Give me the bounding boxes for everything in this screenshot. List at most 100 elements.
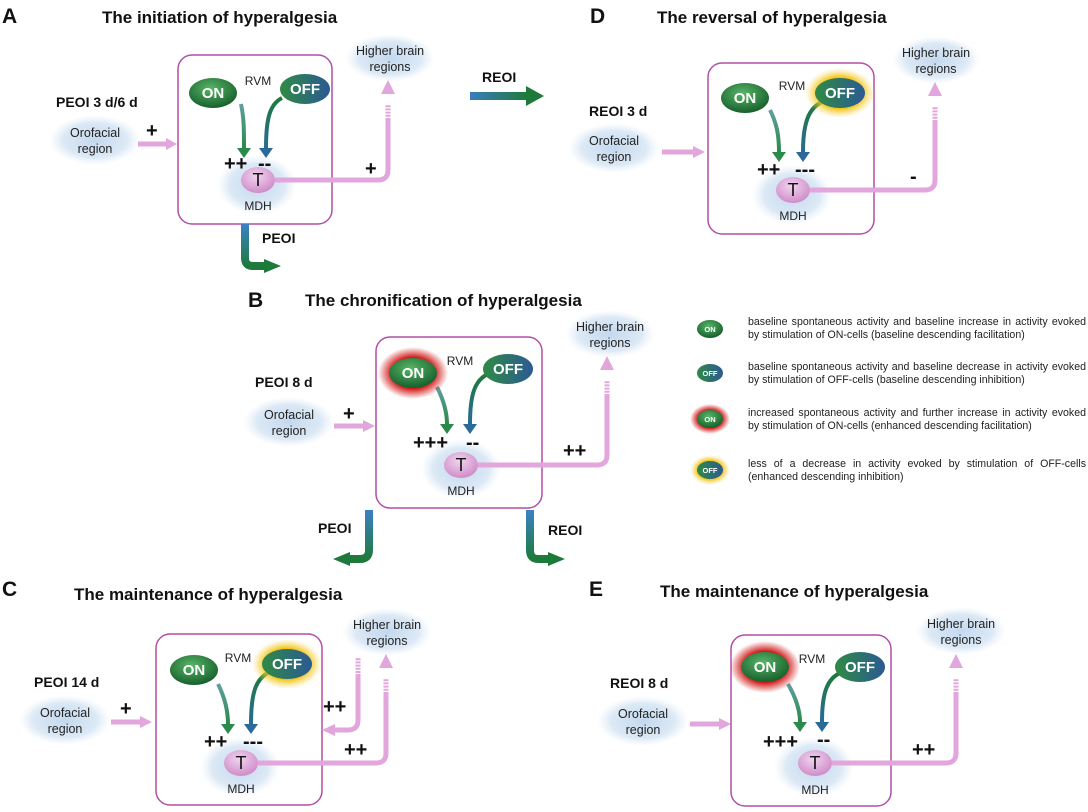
on-axon bbox=[768, 109, 781, 153]
orofacial-label-line1: Orofacial bbox=[264, 408, 314, 422]
on-axon bbox=[786, 683, 802, 723]
on-cell-label: ON bbox=[734, 90, 757, 107]
rvm-label: RVM bbox=[447, 354, 473, 368]
output-sign: - bbox=[910, 166, 917, 188]
on-cell bbox=[170, 655, 218, 685]
t-neuron bbox=[776, 177, 810, 203]
timepoint-label: REOI 3 d bbox=[589, 103, 647, 119]
off-terminal bbox=[463, 424, 477, 434]
on-cell bbox=[389, 358, 437, 388]
off-sign: --- bbox=[243, 731, 263, 753]
panel-letter: A bbox=[2, 5, 17, 28]
panel-letter: C bbox=[2, 578, 17, 601]
on-cell bbox=[741, 652, 789, 682]
on-sign: ++ bbox=[224, 153, 247, 175]
mdh-label: MDH bbox=[779, 209, 806, 223]
higher-brain-line2: regions bbox=[590, 336, 631, 350]
t-neuron-label: T bbox=[236, 753, 247, 773]
higher-brain-line1: Higher brain bbox=[576, 320, 644, 334]
transition-label: PEOI bbox=[318, 520, 351, 536]
orofacial-label-line2: region bbox=[48, 722, 83, 736]
off-axon bbox=[468, 372, 489, 425]
panel-title: The maintenance of hyperalgesia bbox=[660, 582, 929, 601]
mdh-label: MDH bbox=[801, 783, 828, 797]
higher-brain-glow bbox=[345, 34, 435, 82]
on-terminal bbox=[237, 148, 251, 158]
orofacial-label-line2: region bbox=[597, 150, 632, 164]
off-cell-label: OFF bbox=[825, 85, 855, 102]
legend-on-baseline-icon bbox=[697, 320, 723, 338]
off-cell bbox=[835, 652, 885, 682]
off-cell-label: OFF bbox=[493, 361, 523, 378]
input-arrow-head bbox=[363, 420, 375, 432]
on-axon bbox=[216, 683, 230, 725]
higher-brain-glow bbox=[565, 310, 655, 358]
on-terminal bbox=[793, 722, 807, 732]
legend-item-off-baseline: baseline spontaneous activity and baseli… bbox=[748, 361, 1086, 387]
orofacial-region-glow bbox=[49, 115, 141, 165]
output-arrow-head bbox=[928, 82, 942, 96]
rvm-mdh-box bbox=[375, 336, 543, 509]
t-neuron bbox=[241, 167, 275, 193]
panel-title: The maintenance of hyperalgesia bbox=[74, 585, 343, 604]
higher-brain-glow bbox=[916, 607, 1006, 655]
input-arrow-head bbox=[166, 138, 177, 150]
transition-label: PEOI bbox=[262, 230, 295, 246]
off-terminal bbox=[796, 152, 810, 162]
orofacial-label-line1: Orofacial bbox=[589, 134, 639, 148]
legend-item-on-enhanced: increased spontaneous activity and furth… bbox=[748, 407, 1086, 433]
on-sign: ++ bbox=[757, 159, 780, 181]
on-terminal bbox=[221, 724, 235, 734]
panel-d: D The reversal of hyperalgesia REOI 3 d … bbox=[568, 5, 980, 235]
return-arrow bbox=[333, 657, 361, 733]
transition-label: REOI bbox=[548, 522, 582, 538]
higher-brain-line2: regions bbox=[941, 633, 982, 647]
panel-title: The initiation of hyperalgesia bbox=[102, 8, 338, 27]
transition-a-to-b: PEOI bbox=[241, 224, 295, 273]
output-arrow bbox=[478, 380, 610, 468]
orofacial-region-glow bbox=[597, 696, 689, 746]
on-cell bbox=[189, 78, 237, 108]
on-terminal bbox=[440, 424, 454, 434]
off-terminal bbox=[259, 148, 273, 158]
mdh-label: MDH bbox=[227, 782, 254, 796]
legend-icon-label: ON bbox=[704, 325, 715, 334]
rvm-mdh-box bbox=[730, 634, 892, 807]
t-neuron-label: T bbox=[788, 180, 799, 200]
higher-brain-line2: regions bbox=[367, 634, 408, 648]
output-sign: + bbox=[365, 158, 377, 180]
higher-brain-line1: Higher brain bbox=[356, 44, 424, 58]
output-arrow bbox=[832, 678, 959, 766]
transition-label: REOI bbox=[482, 69, 516, 85]
rvm-label: RVM bbox=[799, 652, 825, 666]
off-terminal bbox=[244, 724, 258, 734]
transition-b-to-c: PEOI bbox=[318, 510, 373, 566]
output-arrow-head bbox=[949, 654, 963, 668]
transition-arrow-head bbox=[333, 552, 350, 566]
transition-arrow-shaft bbox=[241, 224, 266, 270]
rvm-label: RVM bbox=[225, 651, 251, 665]
panel-letter: B bbox=[248, 289, 263, 312]
panel-e: E The maintenance of hyperalgesia REOI 8… bbox=[589, 578, 1006, 807]
mdh-label: MDH bbox=[244, 199, 271, 213]
on-cell-label: ON bbox=[183, 662, 206, 679]
return-sign: ++ bbox=[323, 696, 346, 718]
off-sign: -- bbox=[817, 729, 830, 751]
orofacial-label-line2: region bbox=[78, 142, 113, 156]
off-sign: --- bbox=[795, 159, 815, 181]
input-arrow-head bbox=[140, 716, 152, 728]
rvm-mdh-box bbox=[177, 54, 333, 225]
panel-letter: E bbox=[589, 578, 603, 601]
timepoint-label: PEOI 8 d bbox=[255, 374, 313, 390]
higher-brain-glow bbox=[892, 36, 980, 84]
panel-b: B The chronification of hyperalgesia PEO… bbox=[243, 289, 655, 509]
orofacial-label-line2: region bbox=[626, 723, 661, 737]
timepoint-label: REOI 8 d bbox=[610, 675, 668, 691]
on-terminal bbox=[772, 152, 786, 162]
t-neuron-label: T bbox=[253, 170, 264, 190]
transition-a-to-d: REOI bbox=[470, 69, 544, 106]
legend-off-enhanced-icon bbox=[697, 461, 723, 479]
output-arrow bbox=[810, 106, 938, 193]
return-arrow-head bbox=[322, 724, 335, 736]
